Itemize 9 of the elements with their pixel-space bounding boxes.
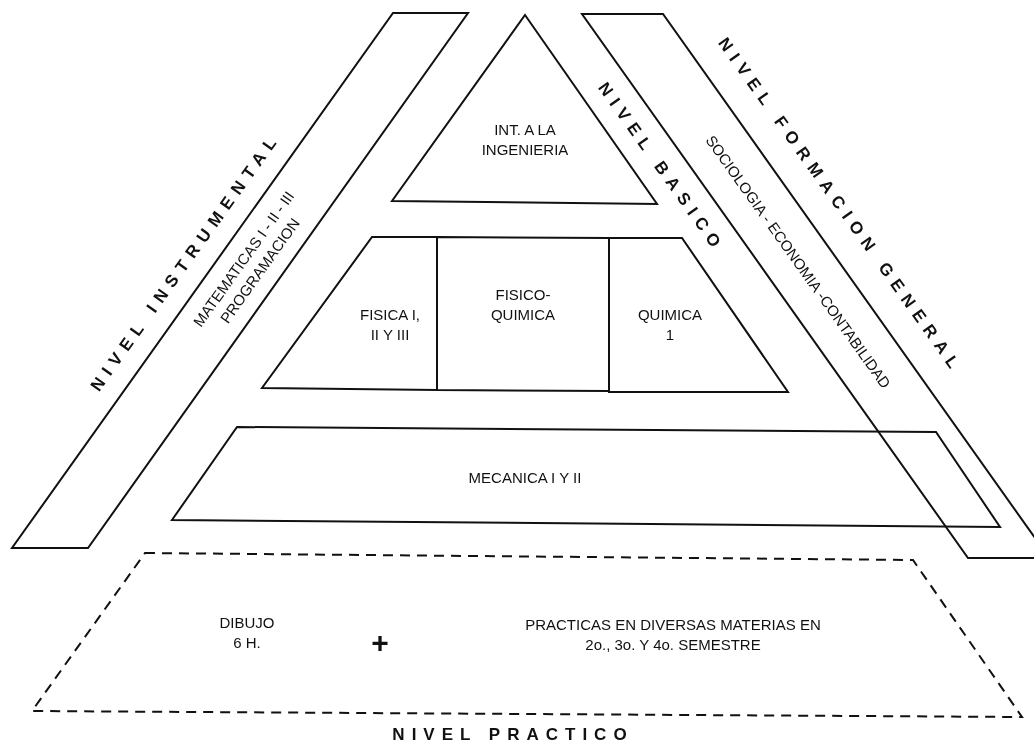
subject-text: MECANICA I Y II	[468, 468, 582, 488]
subject-text: PRACTICAS EN DIVERSAS MATERIAS EN 2o., 3o. Y 4o. SEMESTRE	[524, 615, 822, 655]
plus-sign: +	[371, 628, 389, 658]
subject-text: FISICA I, II Y III	[359, 305, 421, 345]
subject-text: INT. A LA INGENIERIA	[480, 120, 570, 160]
subject-text: FISICO- QUIMICA	[489, 285, 557, 325]
subject-text: QUIMICA 1	[636, 305, 704, 345]
subject-text: DIBUJO 6 H.	[218, 613, 276, 653]
level-heading: NIVEL PRACTICO	[392, 725, 634, 745]
